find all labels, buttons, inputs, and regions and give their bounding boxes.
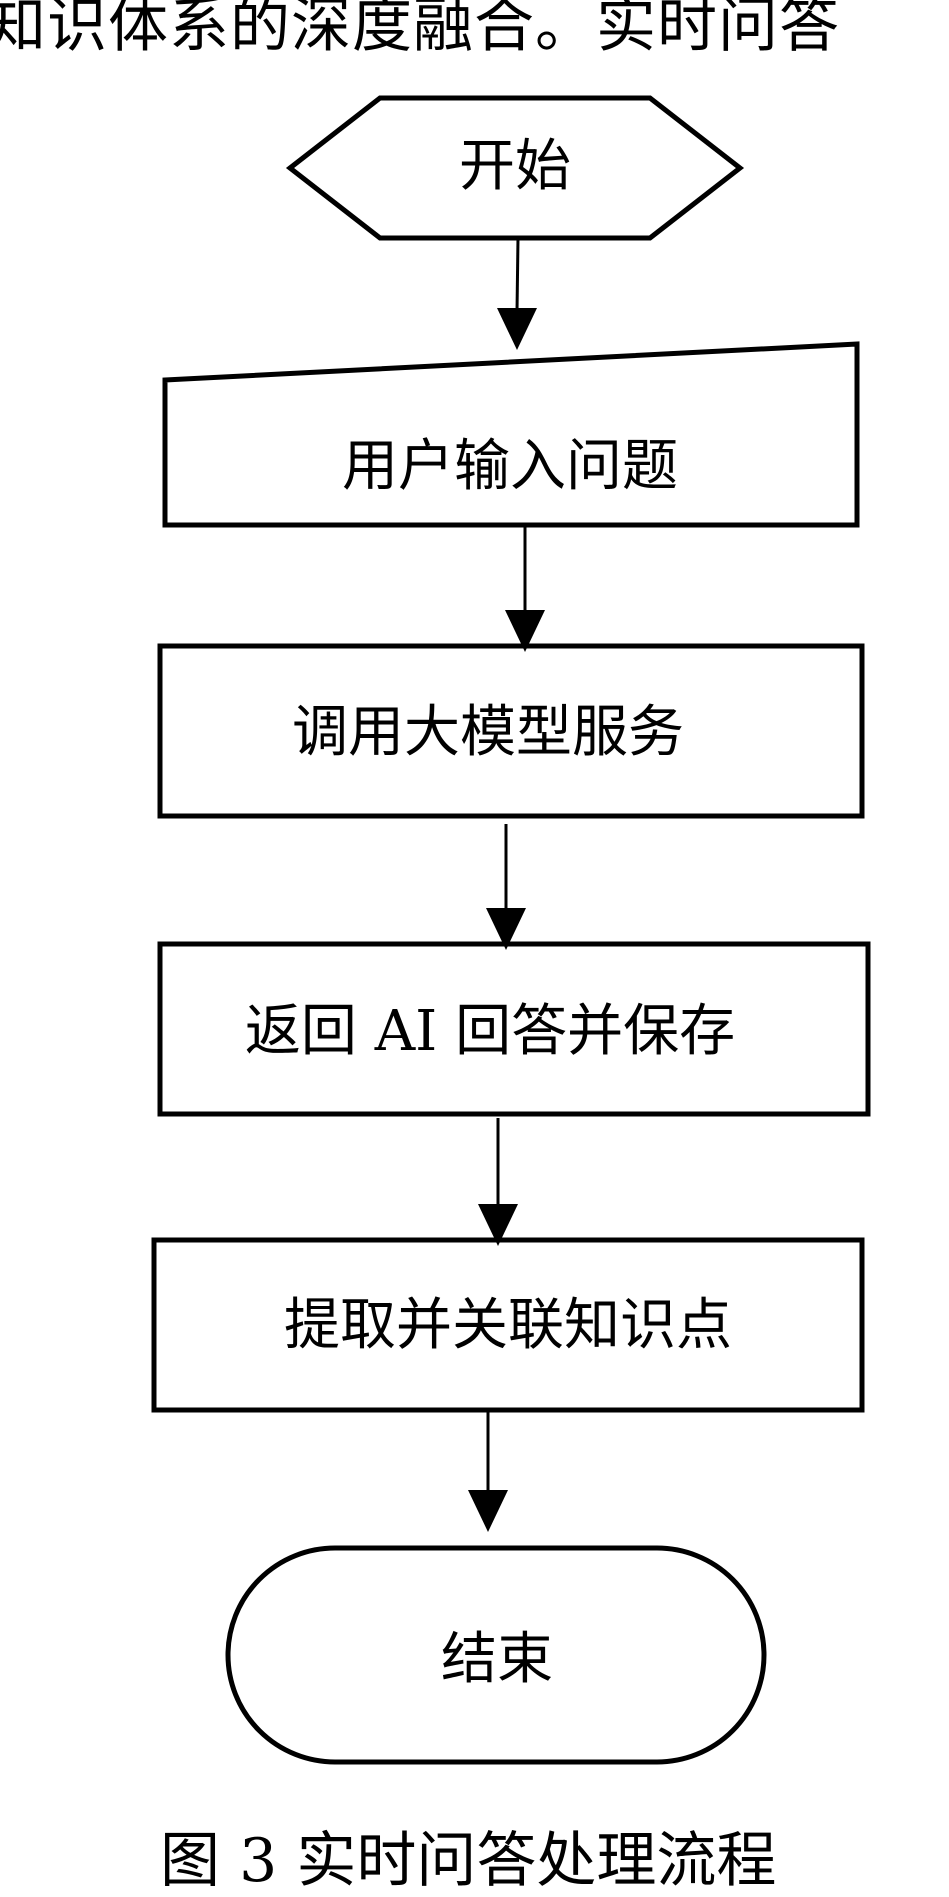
figure-caption: 图 3 实时问答处理流程: [160, 1826, 777, 1896]
extract-node: 提取并关联知识点: [151, 1237, 865, 1413]
arrow-start-to-input: [497, 237, 537, 350]
process-box: [157, 941, 871, 1117]
call-node: 调用大模型服务: [157, 643, 865, 819]
return-node: 返回 AI 回答并保存: [157, 941, 871, 1117]
start-hexagon-shape: [285, 95, 745, 241]
input-node: 用户输入问题: [162, 341, 860, 528]
preceding-paragraph-text: 知识体系的深度融合。实时问答: [0, 0, 840, 61]
terminator-shape: [225, 1545, 767, 1765]
start-node: 开始: [285, 95, 745, 241]
arrow-return-to-extract: [478, 1118, 518, 1246]
arrow-input-to-call: [505, 525, 545, 652]
end-node: 结束: [225, 1545, 767, 1765]
extract-label: 提取并关联知识点: [284, 1293, 732, 1358]
arrow-extract-to-end: [468, 1410, 508, 1532]
process-box: [151, 1237, 865, 1413]
return-label: 返回 AI 回答并保存: [245, 999, 735, 1064]
start-label: 开始: [459, 134, 571, 199]
end-label: 结束: [441, 1627, 553, 1692]
input-label: 用户输入问题: [342, 434, 678, 499]
call-label: 调用大模型服务: [292, 700, 684, 765]
arrow-call-to-return: [486, 824, 526, 950]
process-box: [157, 643, 865, 819]
manual-input-shape: [162, 341, 860, 528]
